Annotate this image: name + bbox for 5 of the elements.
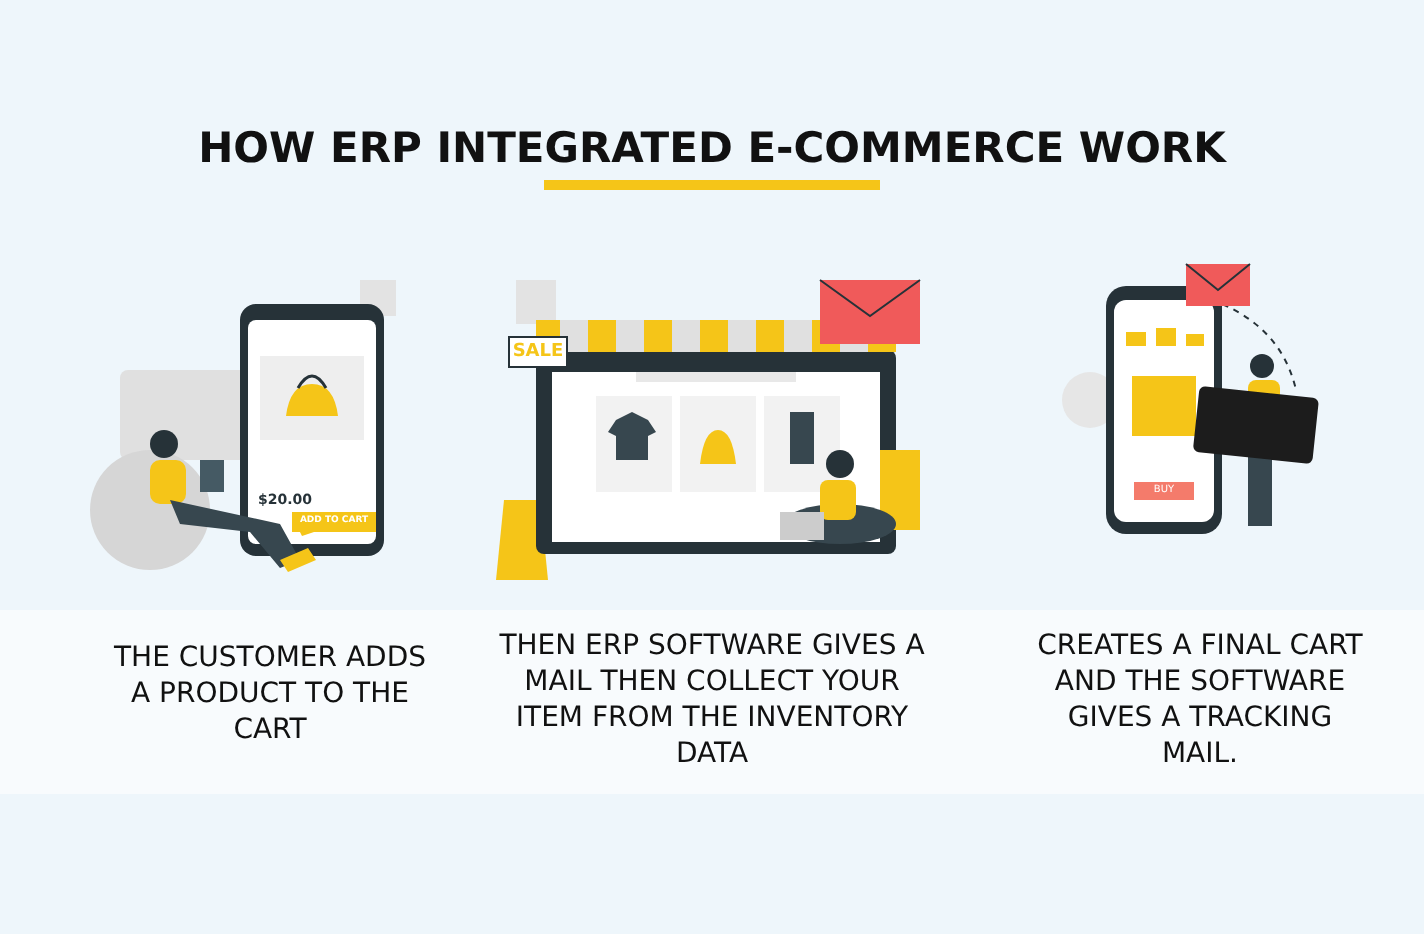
step-caption: THE CUSTOMER ADDS A PRODUCT TO THE CART (112, 640, 428, 748)
step-caption: THEN ERP SOFTWARE GIVES A MAIL THEN COLLECT YOUR ITEM FROM THE INVENTORY DATA (497, 628, 927, 772)
step-caption: CREATES A FINAL CART AND THE SOFTWARE GIVES A TRACKING MAIL. (1035, 628, 1365, 772)
sale-tag: SALE (508, 336, 568, 368)
title: HOW ERP INTEGRATED E-COMMERCE WORK (198, 124, 1226, 172)
